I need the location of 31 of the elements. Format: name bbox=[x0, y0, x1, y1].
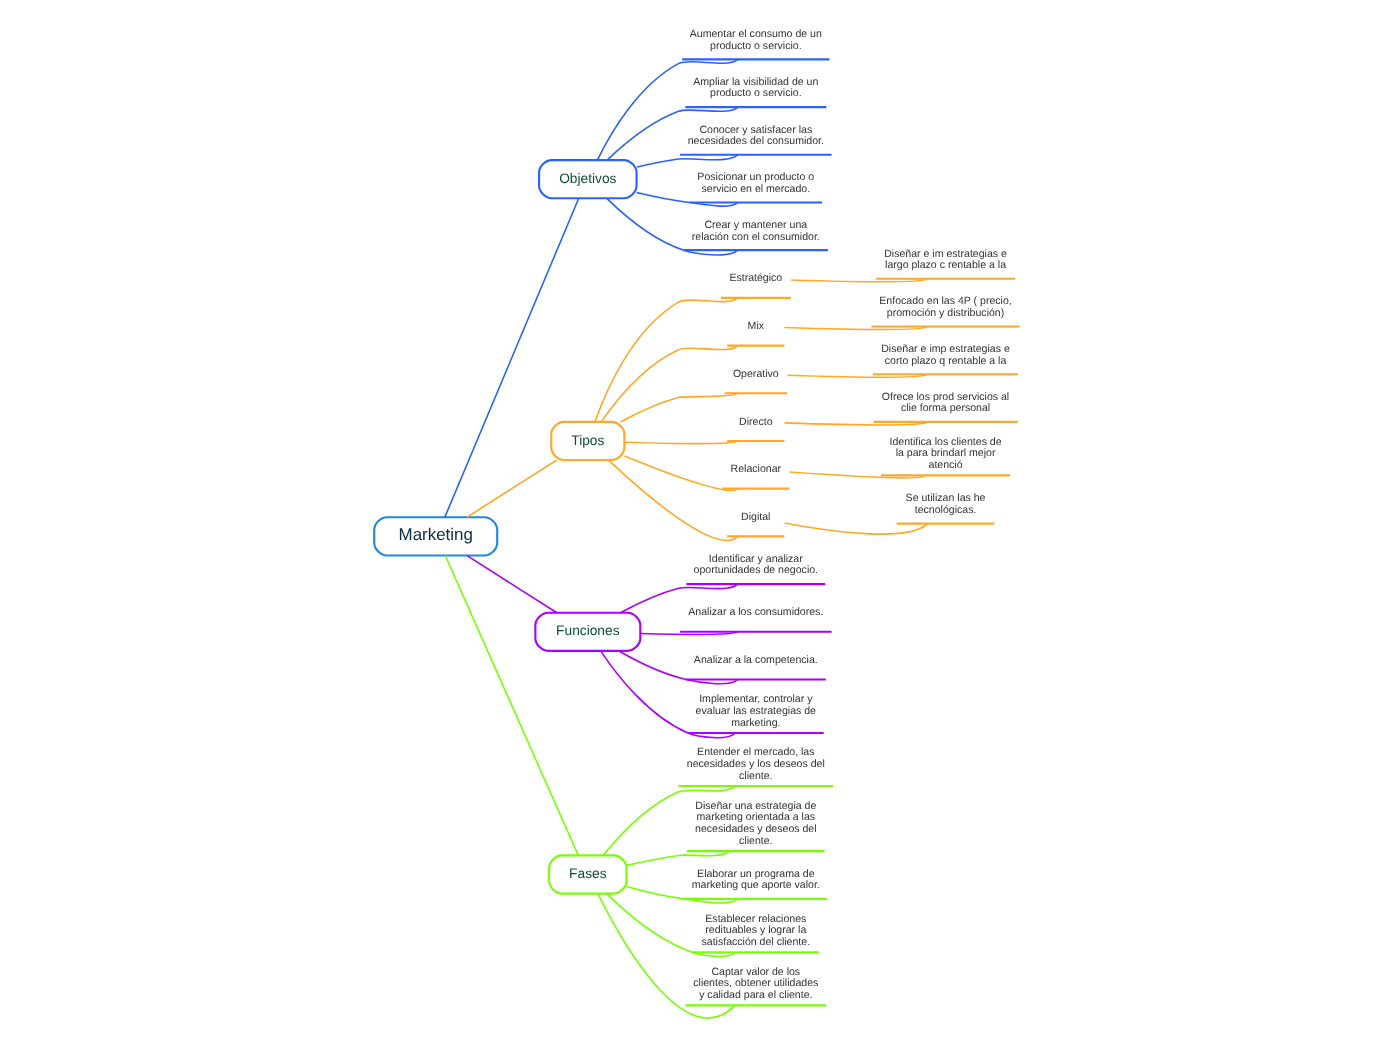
connector bbox=[593, 297, 738, 423]
connector bbox=[596, 892, 735, 1019]
connector bbox=[605, 106, 738, 161]
connector bbox=[787, 471, 925, 479]
connector bbox=[595, 58, 738, 161]
connector bbox=[782, 421, 928, 426]
connector bbox=[635, 154, 738, 168]
connector bbox=[601, 785, 735, 857]
connector bbox=[638, 630, 738, 636]
connector bbox=[622, 440, 738, 445]
connector bbox=[605, 893, 735, 958]
connector bbox=[465, 554, 557, 614]
connector bbox=[782, 522, 928, 535]
connector bbox=[619, 583, 738, 614]
connector bbox=[622, 455, 738, 492]
connector bbox=[782, 325, 928, 331]
connector bbox=[619, 392, 738, 423]
connector bbox=[624, 850, 730, 867]
connector bbox=[443, 197, 579, 518]
connector bbox=[617, 650, 738, 685]
connector bbox=[624, 885, 738, 904]
connector bbox=[465, 459, 557, 518]
connector bbox=[605, 197, 738, 256]
connector bbox=[789, 278, 928, 283]
connector bbox=[598, 650, 735, 739]
connector bbox=[634, 191, 738, 207]
connector bbox=[785, 373, 928, 378]
connector bbox=[599, 344, 738, 423]
connector bbox=[443, 554, 578, 856]
connector bbox=[607, 459, 738, 542]
node-box: Marketing bbox=[372, 516, 498, 557]
